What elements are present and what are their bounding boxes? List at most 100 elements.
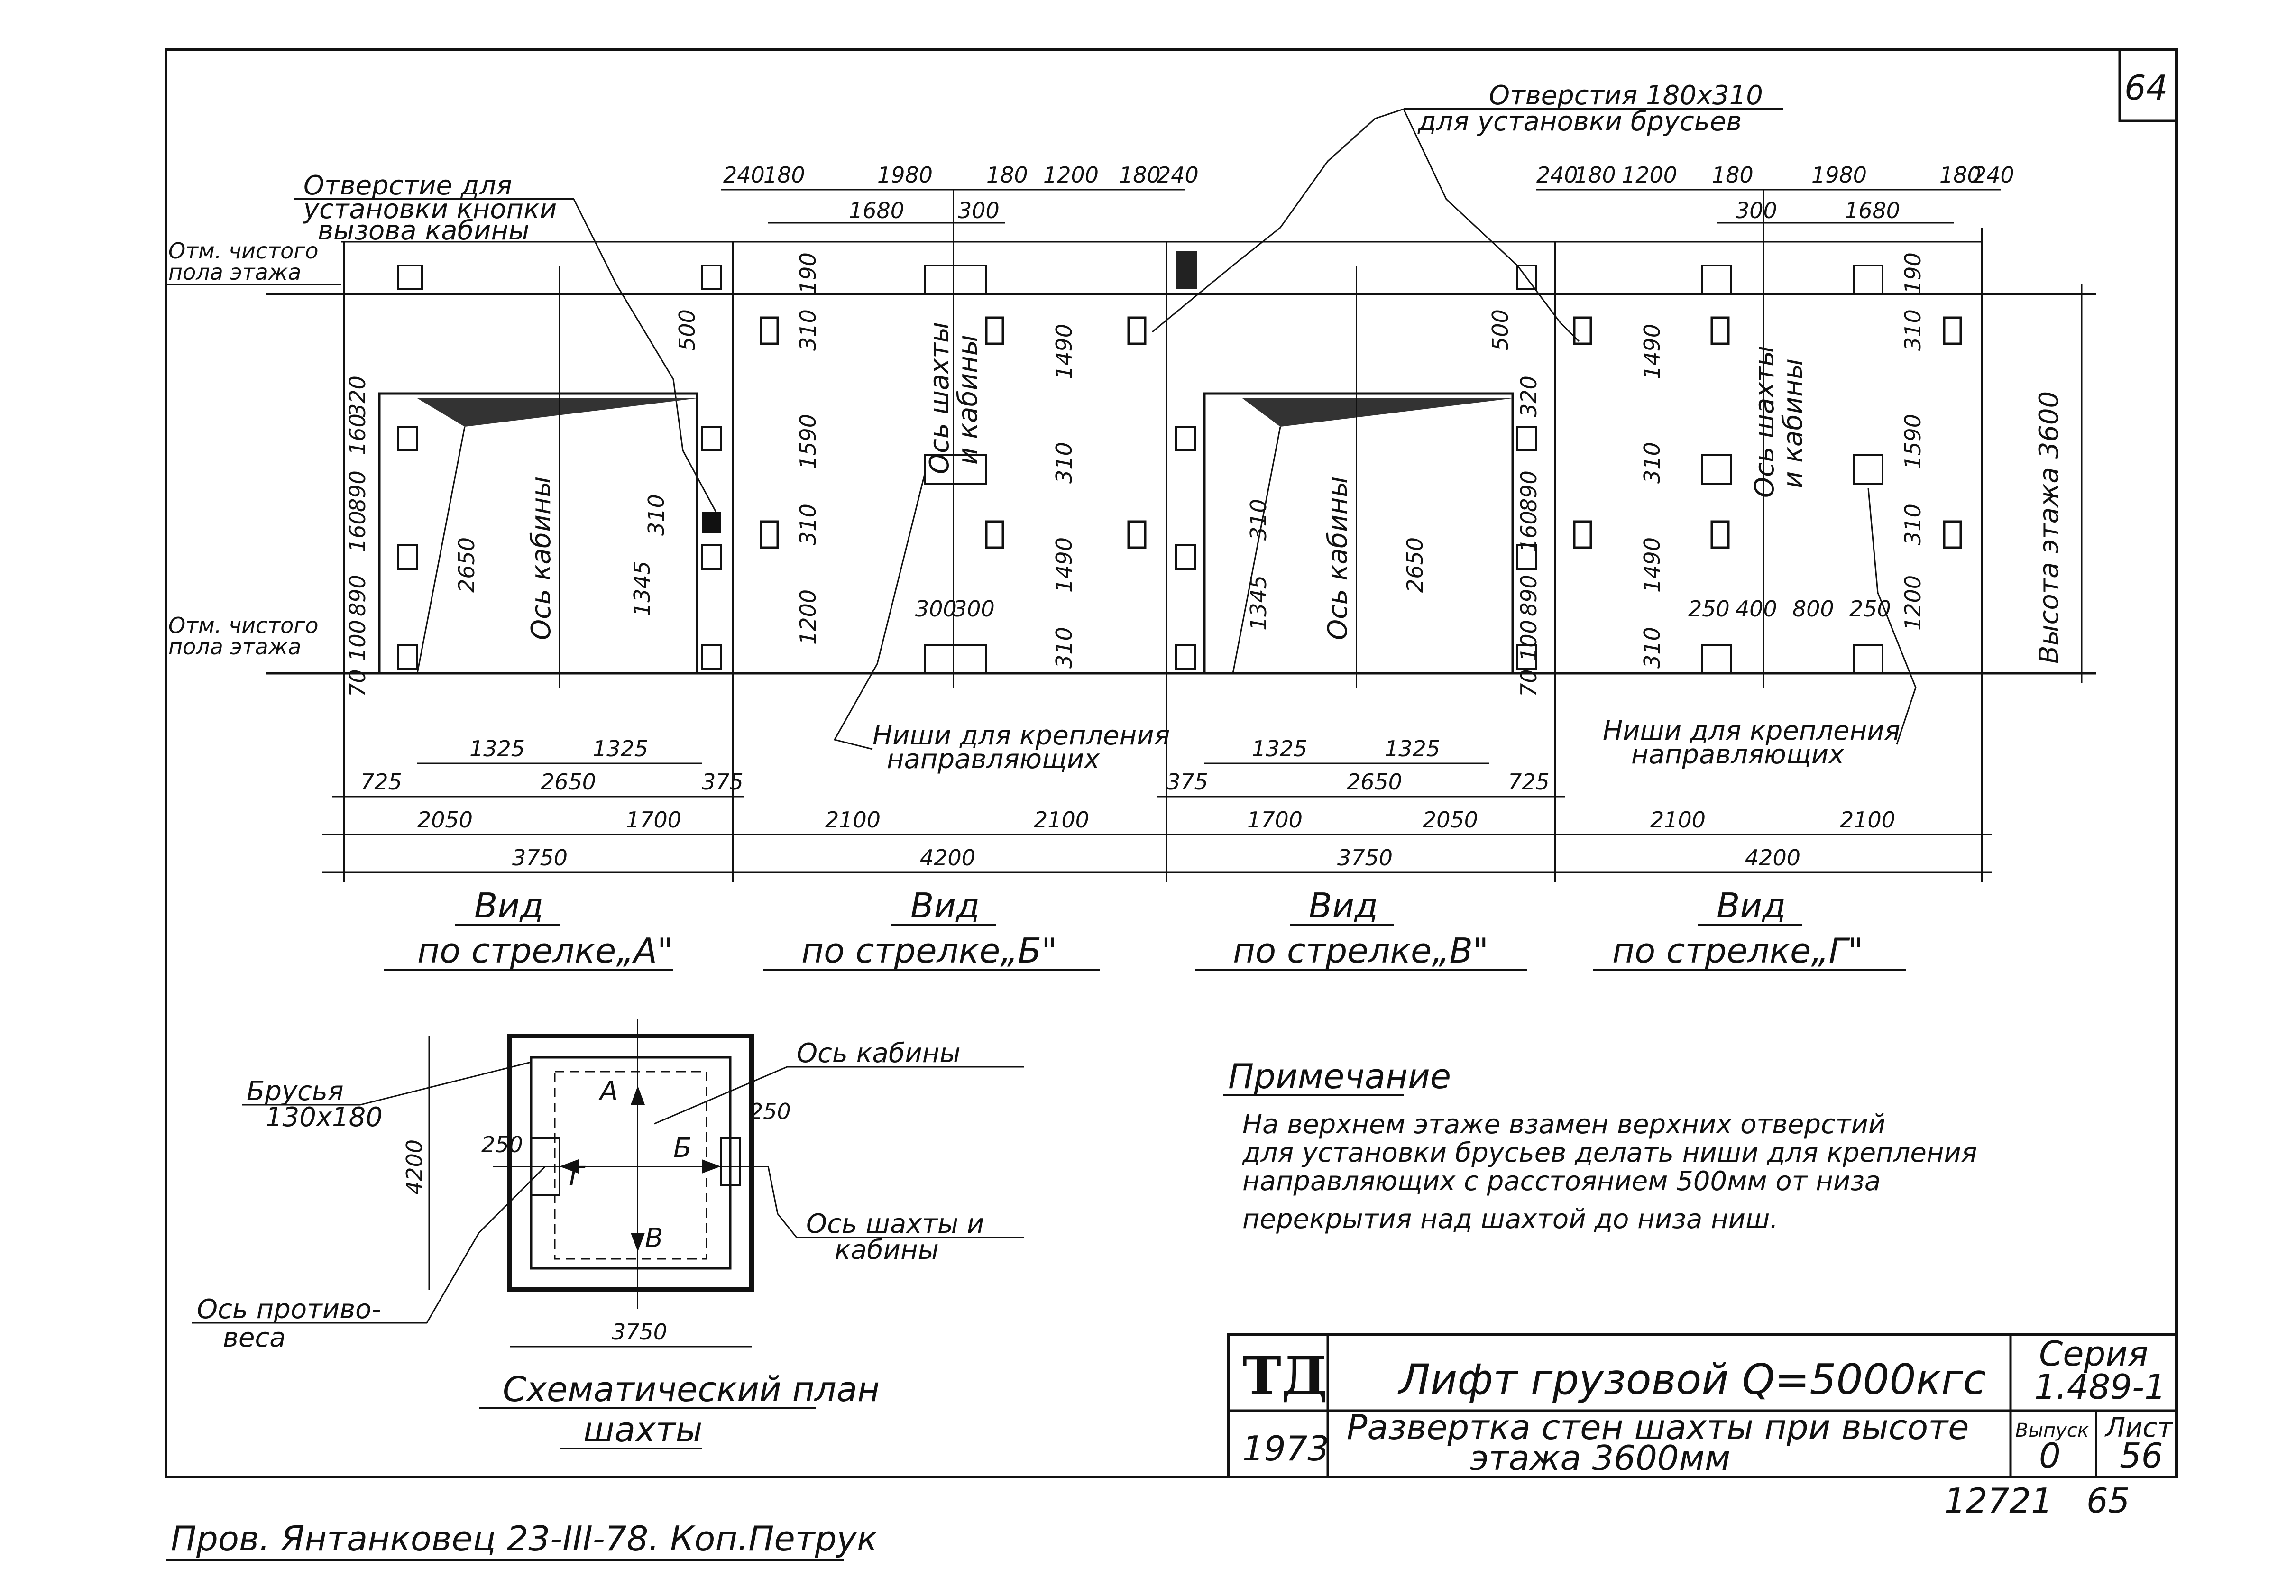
shaft-plan-beam-right	[721, 1138, 740, 1185]
c-row1-1325a: 1325	[1252, 736, 1307, 761]
title-block-series-label: Серия	[2039, 1334, 2148, 1374]
panel-c-dim-1345b: 1345	[1246, 575, 1271, 631]
plan-dim-width: 3750	[612, 1319, 667, 1345]
panel-d-niche-250a: 250	[1688, 596, 1730, 622]
title-block-sheet-label: Лист	[2104, 1413, 2173, 1443]
panel-c-top-hole	[1176, 251, 1197, 289]
top-b-240a: 240	[723, 162, 765, 188]
top-b-300: 300	[958, 198, 1000, 223]
panel-b-niche-bottom	[925, 645, 986, 673]
plan-cabin-axis: Ось кабины	[797, 1038, 961, 1069]
bottom-dims: 1325 1325 725 2650 375 2050 1700 3750 21…	[322, 736, 1992, 872]
view-caption-c: Вид по стрелке„В"	[1195, 886, 1527, 971]
panel-a-vert-100: 100	[345, 620, 370, 661]
top-dims-d: 240 180 1200 180 1980 180 240 300 1680	[1536, 162, 2014, 223]
floor-mark-bottom-1: Отм. чистого	[168, 613, 319, 638]
floor-mark-bottom-2: пола этажа	[168, 634, 301, 660]
panel-b-shaft-axis-2: и кабины	[953, 335, 983, 465]
panel-d-shaft-axis-1: Ось шахты	[1749, 346, 1780, 498]
sheet-frame	[166, 50, 2177, 1477]
top-dims-b: 240 180 1980 180 1200 180 240 1680 300	[721, 162, 1199, 223]
panel-b-hole-3	[1129, 318, 1145, 344]
panel-a-vert-70: 70	[345, 669, 370, 697]
panel-a-niche-3	[398, 645, 417, 669]
panel-d-niche-mid-1	[1702, 455, 1731, 484]
panel-c-niche-1	[1176, 427, 1195, 450]
b-row3-2100b: 2100	[1034, 807, 1089, 833]
panel-b-vert-1490b: 1490	[1051, 537, 1077, 593]
panel-a-lintel	[417, 398, 697, 427]
b-row4-4200: 4200	[920, 845, 975, 871]
plan-arrow-g-head	[560, 1159, 579, 1174]
plan-dim-250-right: 250	[749, 1099, 791, 1124]
a-row2-2650: 2650	[541, 769, 596, 795]
panel-d-niche-top-1	[1702, 266, 1731, 294]
panel-d-niche-top-2	[1854, 266, 1883, 294]
shaft-plan-inner	[531, 1057, 730, 1268]
panel-d-niche-800: 800	[1792, 596, 1834, 622]
panel-a-door-opening	[379, 394, 697, 673]
c-row2-725: 725	[1508, 769, 1550, 795]
bottom-number-2: 65	[2086, 1481, 2130, 1521]
panel-a-niche-1	[398, 427, 417, 450]
plan-shaft-axis-leader	[768, 1166, 797, 1238]
floor-mark-top-2: пола этажа	[168, 259, 301, 285]
plan-arrow-b-head	[702, 1159, 721, 1174]
panel-c-vert-100: 100	[1516, 620, 1542, 661]
c-row1-1325b: 1325	[1385, 736, 1440, 761]
note-line-3: направляющих с расстоянием 500мм от низа	[1242, 1166, 1881, 1197]
plan-counter-2: веса	[223, 1322, 286, 1353]
shaft-plan: А Б В Г 4200 3750 250 250	[402, 1019, 791, 1347]
c-row4-3750: 3750	[1337, 845, 1393, 871]
button-hole-label-3: вызова кабины	[318, 215, 529, 246]
panel-b-vert-1490a: 1490	[1051, 324, 1077, 379]
panel-d-hole-1	[1574, 318, 1591, 344]
plan-dim-250-left: 250	[481, 1132, 523, 1157]
title-block-issue-label: Выпуск	[2015, 1420, 2089, 1441]
title-block-series-value: 1.489-1	[2034, 1367, 2166, 1407]
top-b-180b: 180	[986, 162, 1028, 188]
plan-dim-height: 4200	[402, 1139, 427, 1195]
button-leader	[574, 199, 716, 512]
top-d-180c: 180	[1939, 162, 1981, 188]
plan-arrow-b: Б	[673, 1133, 691, 1164]
view-a-line2: по стрелке„А"	[417, 931, 673, 971]
plan-beams-leader	[360, 1062, 531, 1105]
panel-d-vert-190: 190	[1900, 252, 1926, 294]
panel-d-niche-400: 400	[1736, 596, 1777, 622]
panel-c-dim-2650: 2650	[1402, 537, 1428, 593]
d-row3-2100a: 2100	[1650, 807, 1706, 833]
plan-counter-1: Ось противо-	[197, 1294, 381, 1325]
niches-label-d-1: Ниши для крепления	[1603, 715, 1900, 746]
a-row4-3750: 3750	[512, 845, 568, 871]
view-c-line2: по стрелке„В"	[1233, 931, 1488, 971]
panel-d-vert-1200: 1200	[1900, 575, 1926, 631]
panel-d-hole-3	[1944, 318, 1961, 344]
plan-shaft-axis-2: кабины	[835, 1235, 939, 1266]
view-caption-d: Вид по стрелке„Г"	[1593, 886, 1906, 971]
panel-a-niche-2	[398, 545, 417, 569]
view-a-line1: Вид	[474, 886, 543, 926]
title-block-year: 1973	[1242, 1429, 1329, 1468]
title-block: ТД 1973 Лифт грузовой Q=5000кгс Развертк…	[1228, 1334, 2177, 1478]
view-caption-b: Вид по стрелке„Б"	[763, 886, 1100, 971]
panel-c-niche-5	[1517, 545, 1536, 569]
view-caption-a: Вид по стрелке„А"	[384, 886, 673, 971]
panel-d-shaft-axis-2: и кабины	[1778, 358, 1809, 488]
panel-c-vert-160a: 160	[1516, 511, 1542, 552]
plan-arrow-v-head	[631, 1233, 645, 1252]
panel-d-vert-310b: 310	[1639, 442, 1665, 484]
panel-c-vert-890b: 890	[1516, 575, 1542, 616]
plan-beams-1: Брусья	[247, 1076, 344, 1107]
top-d-240b: 240	[1973, 162, 2014, 188]
panel-b-shaft-axis-1: Ось шахты	[924, 322, 955, 474]
panel-a-button-hole	[398, 266, 422, 289]
panel-a-vert-890a: 890	[345, 575, 370, 616]
plan-beams-2: 130х180	[266, 1102, 383, 1133]
panel-a-niche-7	[702, 645, 721, 669]
view-d-line2: по стрелке„Г"	[1612, 931, 1864, 971]
panel-b-vert-310a: 310	[795, 309, 821, 351]
panel-c-vert-70: 70	[1516, 669, 1542, 697]
title-block-subtitle-1: Развертка стен шахты при высоте	[1347, 1407, 1969, 1447]
top-b-180a: 180	[763, 162, 805, 188]
